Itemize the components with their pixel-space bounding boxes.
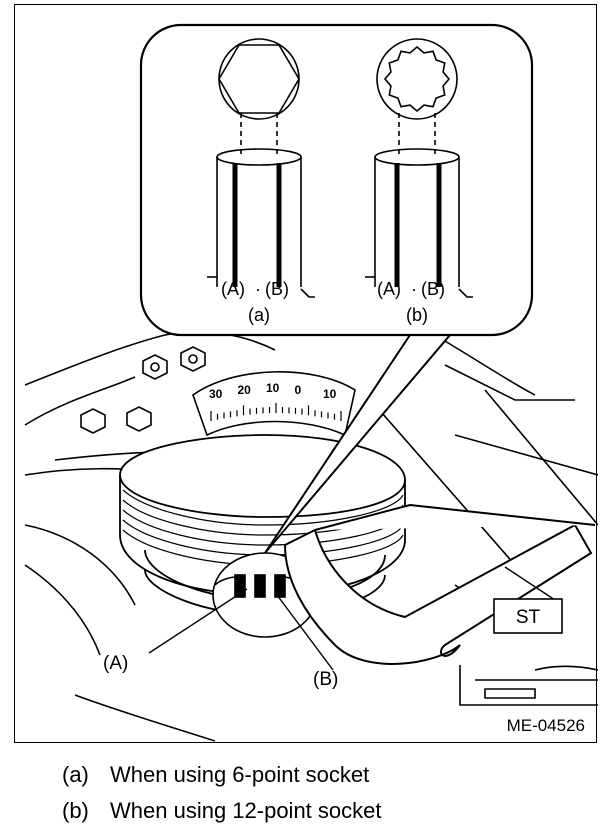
label-a-dot: · xyxy=(255,279,261,299)
dial-number: 10 xyxy=(266,381,280,395)
dial-number: 10 xyxy=(323,387,337,401)
st-leader xyxy=(504,566,556,601)
legend-text: When using 12-point socket xyxy=(110,798,382,823)
dial-number: 0 xyxy=(295,383,302,397)
label-b: (b) xyxy=(406,305,428,325)
special-tool-wrench xyxy=(283,503,596,665)
diagram-frame: 30 20 10 0 10 ST (A) xyxy=(14,4,598,743)
socket-6-point xyxy=(207,38,315,298)
dial-number: 20 xyxy=(238,383,252,397)
legend-item-a: (a) When using 6-point socket xyxy=(62,762,582,798)
label-b-B: (B) xyxy=(421,279,445,299)
label-a: (a) xyxy=(248,305,270,325)
st-label-box: ST xyxy=(493,598,563,634)
label-b-A: (A) xyxy=(377,279,401,299)
ab-leaders xyxy=(148,588,334,671)
label-a-A: (A) xyxy=(221,279,245,299)
label-B-main: (B) xyxy=(313,669,338,690)
legend-text: When using 6-point socket xyxy=(110,762,370,787)
bolt-heads xyxy=(80,346,206,434)
label-A-main: (A) xyxy=(103,653,128,674)
label-a-B: (B) xyxy=(265,279,289,299)
timing-scale: 30 20 10 0 10 xyxy=(192,371,356,437)
st-label: ST xyxy=(516,607,541,628)
figure-id: ME-04526 xyxy=(507,716,585,735)
dial-number: 30 xyxy=(209,387,223,401)
socket-12-point xyxy=(365,38,473,298)
legend: (a) When using 6-point socket (b) When u… xyxy=(62,762,582,834)
diagram-drawing: 30 20 10 0 10 ST (A) xyxy=(24,23,598,742)
label-b-dot: · xyxy=(411,279,417,299)
legend-key: (a) xyxy=(62,762,89,787)
legend-item-b: (b) When using 12-point socket xyxy=(62,798,582,834)
legend-key: (b) xyxy=(62,798,89,823)
callout-bubble xyxy=(139,23,534,337)
